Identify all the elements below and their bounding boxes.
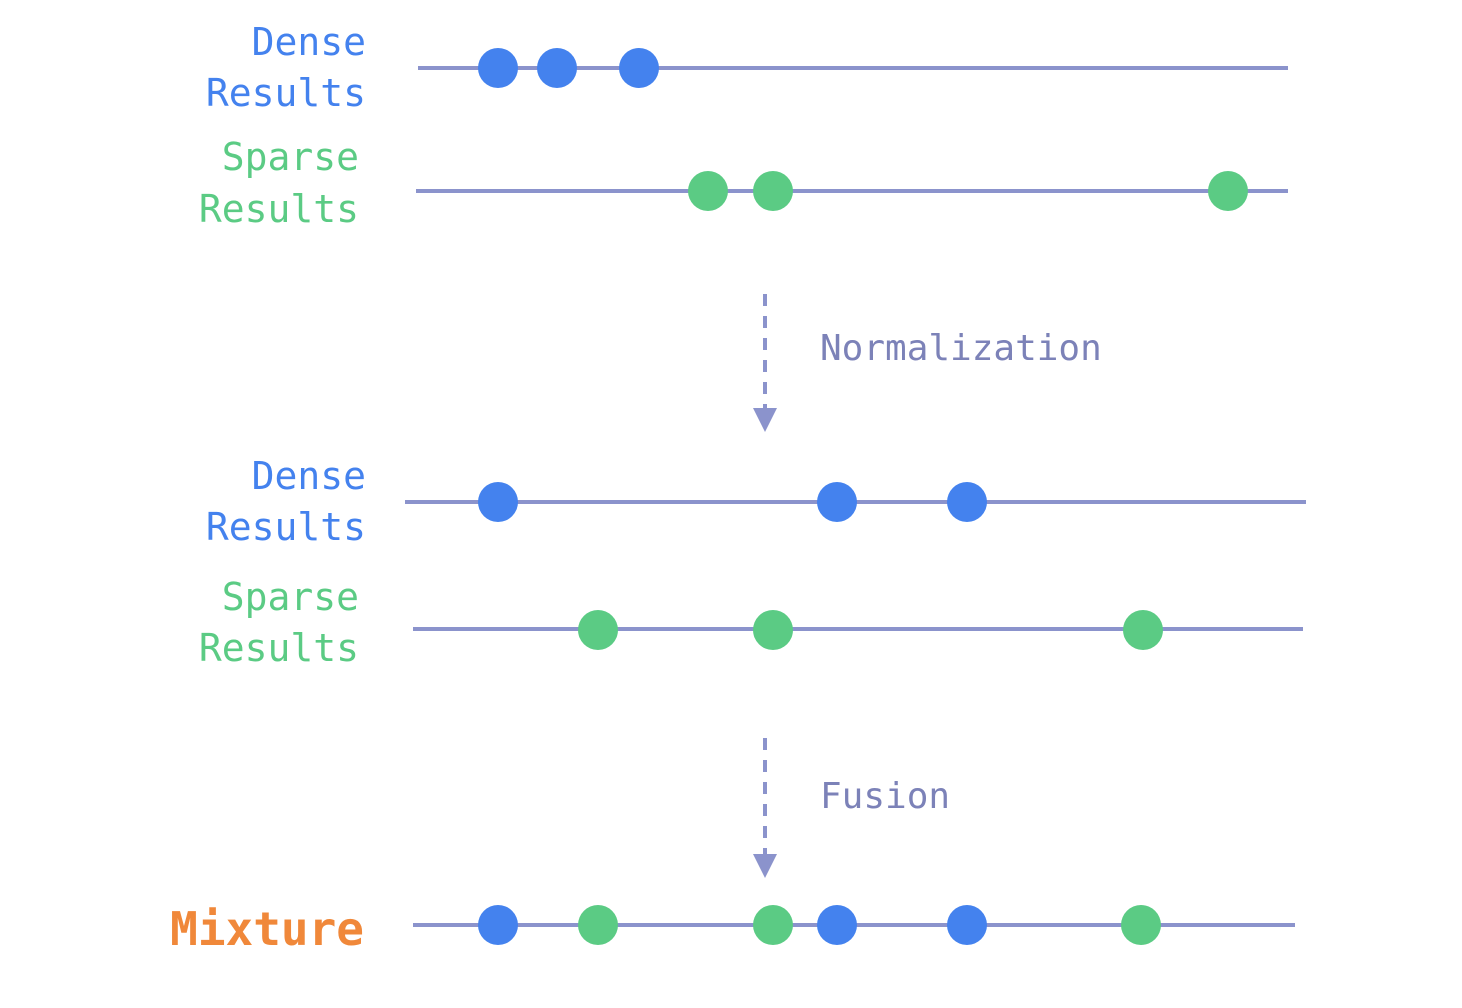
mixture-dense-dot xyxy=(817,905,857,945)
raw-dense-dot xyxy=(478,48,518,88)
norm-dense-dot xyxy=(478,482,518,522)
normalization-label: Normalization xyxy=(820,328,1102,369)
raw-dense-label-line2: Results xyxy=(206,71,366,115)
mixture-dense-dot xyxy=(478,905,518,945)
norm-sparse-label-line2: Results xyxy=(199,626,359,670)
raw-sparse-row: Sparse Results xyxy=(199,135,1288,231)
norm-dense-dot xyxy=(817,482,857,522)
raw-sparse-label-line2: Results xyxy=(199,187,359,231)
raw-sparse-dot xyxy=(688,171,728,211)
mixture-label: Mixture xyxy=(170,902,364,956)
norm-sparse-dot xyxy=(1123,610,1163,650)
raw-sparse-dot xyxy=(753,171,793,211)
norm-sparse-dot xyxy=(753,610,793,650)
mixture-sparse-dot xyxy=(753,905,793,945)
norm-dense-row: Dense Results xyxy=(206,454,1306,549)
norm-dense-dot xyxy=(947,482,987,522)
mixture-sparse-dot xyxy=(578,905,618,945)
norm-sparse-dot xyxy=(578,610,618,650)
mixture-row: Mixture xyxy=(170,902,1295,956)
raw-dense-label-line1: Dense xyxy=(252,20,366,64)
raw-dense-row: Dense Results xyxy=(206,20,1288,115)
raw-sparse-label-line1: Sparse xyxy=(222,135,359,179)
mixture-sparse-dot xyxy=(1121,905,1161,945)
raw-dense-dot xyxy=(537,48,577,88)
fusion-step: Fusion xyxy=(753,738,950,878)
mixture-dense-dot xyxy=(947,905,987,945)
raw-sparse-dot xyxy=(1208,171,1248,211)
fusion-label: Fusion xyxy=(820,776,950,817)
norm-dense-label-line1: Dense xyxy=(252,454,366,498)
raw-dense-dot xyxy=(619,48,659,88)
norm-sparse-label-line1: Sparse xyxy=(222,575,359,619)
norm-sparse-row: Sparse Results xyxy=(199,575,1303,670)
norm-dense-label-line2: Results xyxy=(206,505,366,549)
normalization-step: Normalization xyxy=(753,294,1102,432)
